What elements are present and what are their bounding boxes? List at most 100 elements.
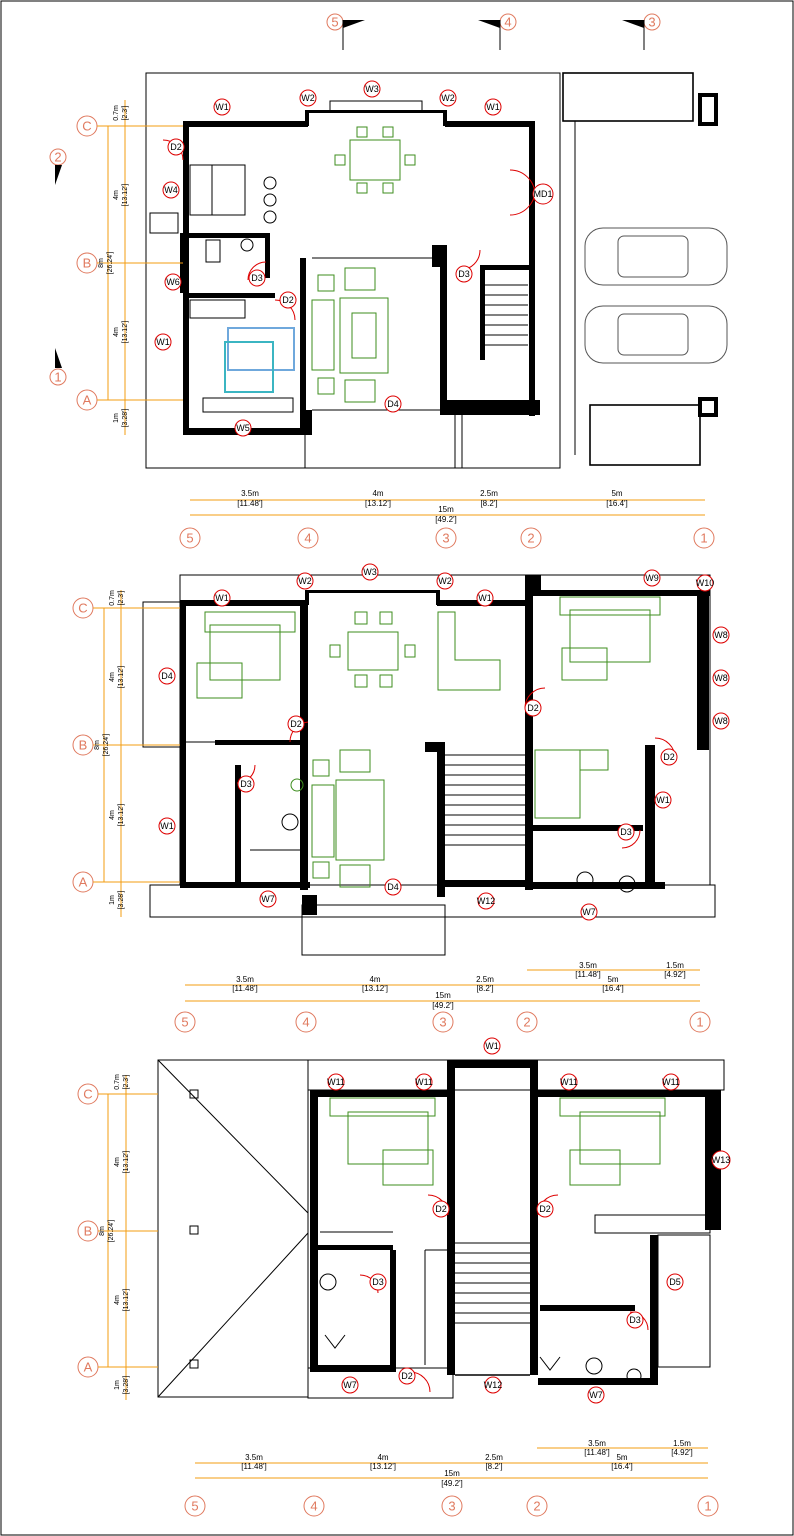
dim-label: 3.5m	[236, 975, 254, 984]
axis-label: 3	[439, 1015, 446, 1030]
axis-label: C	[82, 119, 91, 134]
tag-w8: W8	[712, 712, 730, 730]
dim-label: 4m	[369, 975, 380, 984]
axis-4: 4	[295, 1011, 317, 1033]
tag-label: W2	[301, 93, 315, 103]
tag-label: D5	[669, 1277, 681, 1287]
dim-label: 15m	[444, 1469, 460, 1478]
axis-1: 1	[697, 1495, 719, 1517]
dim-label: [49.2']	[441, 1479, 463, 1488]
dim-label: [11.48']	[232, 984, 257, 993]
dim-label: [26.24']	[108, 1220, 115, 1243]
tag-label: W7	[261, 894, 275, 904]
tag-d4: D4	[158, 667, 176, 685]
axis-label: B	[79, 738, 88, 753]
tag-label: W2	[438, 576, 452, 586]
axis-b: B	[76, 252, 98, 274]
axis-1: 1	[693, 527, 715, 549]
tag-label: W1	[160, 821, 174, 831]
tag-d2: D2	[536, 1200, 554, 1218]
tag-w11: W11	[560, 1073, 578, 1091]
dim-label: [3.28']	[118, 891, 125, 910]
tag-label: W7	[582, 907, 596, 917]
tag-w6: W6	[164, 273, 182, 291]
tag-label: D2	[539, 1204, 551, 1214]
dim-label: [13.12']	[362, 984, 388, 993]
axis-label: 1	[700, 531, 707, 546]
dim-label: 15m	[438, 505, 454, 514]
dim-label: 4m	[114, 1157, 121, 1167]
dim-label: [2.3']	[123, 1074, 130, 1089]
axis-label: C	[83, 1087, 92, 1102]
dim-label: [11.48']	[241, 1462, 266, 1471]
tag-w12: W12	[477, 892, 495, 910]
tag-label: D2	[527, 703, 539, 713]
axis-label: 2	[533, 1499, 540, 1514]
tag-label: W6	[166, 277, 180, 287]
dim-label: 3.5m	[579, 961, 597, 970]
tag-d3: D3	[369, 1273, 387, 1291]
dim-label: [8.2']	[480, 499, 497, 508]
tag-label: W3	[365, 84, 379, 94]
marker-label: 5	[331, 15, 338, 30]
dim-label: 0.7m	[113, 105, 120, 121]
dim-label: [13.12']	[122, 184, 129, 207]
axis-b: B	[77, 1220, 99, 1242]
dim-label: [3.28']	[122, 409, 129, 428]
tag-d3: D3	[455, 265, 473, 283]
axis-label: A	[84, 1360, 93, 1375]
tag-label: D3	[629, 1315, 641, 1325]
dim-label: 8m	[94, 740, 101, 750]
tag-label: D3	[372, 1277, 384, 1287]
tag-w1: W1	[483, 1037, 501, 1055]
tag-w3: W3	[363, 80, 381, 98]
axis-5: 5	[184, 1495, 206, 1517]
axis-label: 1	[704, 1499, 711, 1514]
tag-label: D2	[663, 752, 675, 762]
axis-3: 3	[435, 527, 457, 549]
tag-label: W9	[645, 573, 659, 583]
tag-label: MD1	[533, 189, 552, 199]
tag-w1: W1	[476, 589, 494, 607]
axis-a: A	[72, 871, 94, 893]
tag-label: W3	[363, 567, 377, 577]
tag-w7: W7	[580, 903, 598, 921]
tag-w2: W2	[439, 89, 457, 107]
axis-label: 5	[181, 1015, 188, 1030]
dim-label: [26.24']	[103, 734, 110, 757]
tag-label: W1	[486, 102, 500, 112]
axis-5: 5	[179, 527, 201, 549]
tag-label: D3	[251, 273, 263, 283]
tag-w9: W9	[643, 569, 661, 587]
tag-w3: W3	[361, 563, 379, 581]
tag-d2: D2	[398, 1367, 416, 1385]
dim-label: [16.4']	[602, 984, 624, 993]
dim-label: [16.4']	[606, 499, 628, 508]
dim-label: 8m	[99, 1226, 106, 1236]
dim-label: 2.5m	[485, 1453, 503, 1462]
north-marker-5: 5	[326, 13, 365, 50]
dim-label: [49.2']	[432, 1001, 454, 1010]
axis-label: 4	[302, 1015, 309, 1030]
axis-4: 4	[303, 1495, 325, 1517]
dim-label: 1.5m	[666, 961, 684, 970]
dim-label: 1m	[109, 895, 116, 905]
tag-label: W11	[415, 1077, 433, 1087]
axis-label: 5	[186, 531, 193, 546]
marker-label: 1	[54, 370, 61, 385]
axis-label: 5	[191, 1499, 198, 1514]
axis-label: B	[84, 1224, 93, 1239]
dim-label: 4m	[372, 489, 383, 498]
tag-w1: W1	[158, 817, 176, 835]
dim-label: 4m	[377, 1453, 388, 1462]
tag-w11: W11	[327, 1073, 345, 1091]
axis-label: C	[78, 601, 87, 616]
dim-label: [13.12']	[118, 804, 125, 827]
tag-label: W2	[441, 93, 455, 103]
dim-label: 2.5m	[476, 975, 494, 984]
tag-d2: D2	[432, 1200, 450, 1218]
tag-w8: W8	[712, 669, 730, 687]
marker-label: 3	[648, 15, 655, 30]
dim-label: 4m	[113, 190, 120, 200]
